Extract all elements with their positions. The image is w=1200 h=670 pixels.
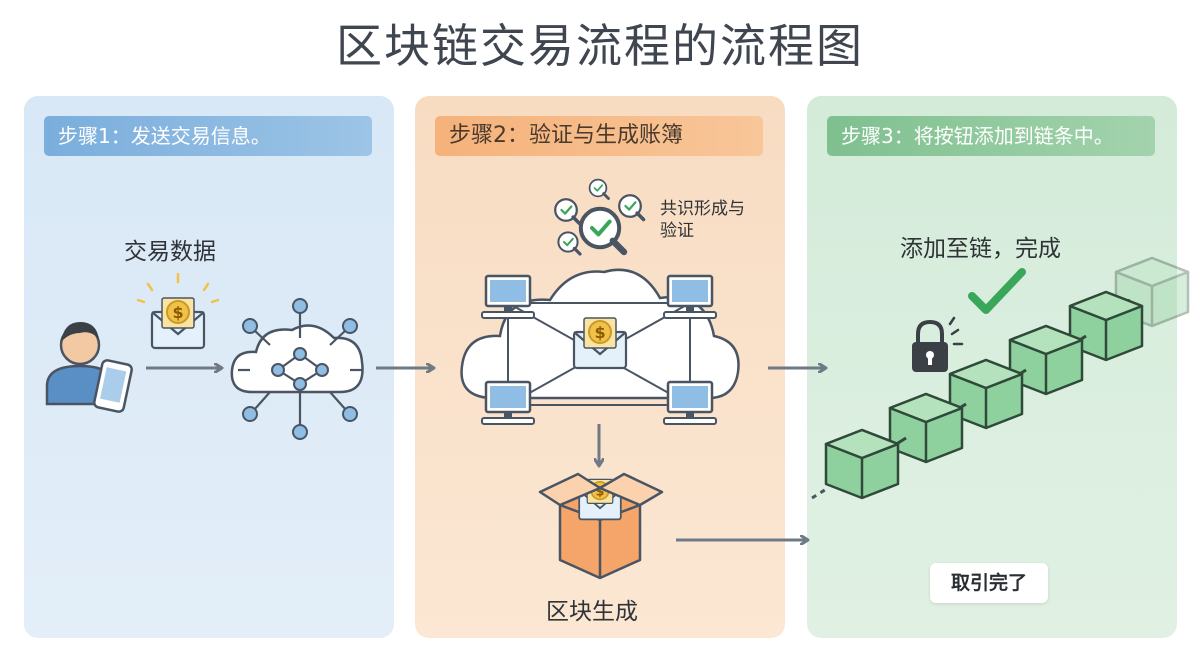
consensus-magnifier-icons bbox=[553, 178, 646, 256]
cloud-network-icon bbox=[230, 298, 364, 440]
svg-text:$: $ bbox=[596, 484, 605, 499]
network-envelope-icon: $ bbox=[572, 316, 628, 370]
diagram-title: 区块链交易流程的流程图 bbox=[336, 19, 864, 73]
consensus-label-line1: 共识形成与 bbox=[660, 199, 745, 219]
consensus-label: 共识形成与 验证 bbox=[660, 198, 745, 242]
padlock-icon bbox=[912, 316, 964, 372]
step3-panel: 步骤3：将按钮添加到链条中。 bbox=[807, 96, 1177, 638]
checkmark-icon bbox=[968, 268, 1026, 314]
computer-icon bbox=[662, 380, 718, 426]
smartphone-icon bbox=[93, 359, 133, 413]
step3-header: 步骤3：将按钮添加到链条中。 bbox=[827, 116, 1155, 156]
chain-start-dots bbox=[811, 486, 829, 500]
added-to-chain-label: 添加至链，完成 bbox=[900, 236, 1061, 262]
transaction-complete-badge: 取引完了 bbox=[930, 563, 1048, 603]
block-chain bbox=[824, 256, 1190, 500]
computer-icon bbox=[662, 274, 718, 320]
svg-text:$: $ bbox=[172, 303, 183, 322]
computer-icon bbox=[480, 380, 536, 426]
step1-header: 步骤1：发送交易信息。 bbox=[44, 116, 372, 156]
step2-header: 步骤2：验证与生成账簿 bbox=[435, 116, 763, 156]
envelope-dollar-icon: $ bbox=[136, 272, 220, 350]
consensus-label-line2: 验证 bbox=[660, 221, 694, 241]
block-box-icon: $ bbox=[538, 472, 664, 580]
block-generation-label: 区块生成 bbox=[546, 599, 638, 625]
computer-icon bbox=[480, 274, 536, 320]
svg-text:$: $ bbox=[594, 323, 605, 342]
transaction-data-label: 交易数据 bbox=[124, 239, 216, 265]
